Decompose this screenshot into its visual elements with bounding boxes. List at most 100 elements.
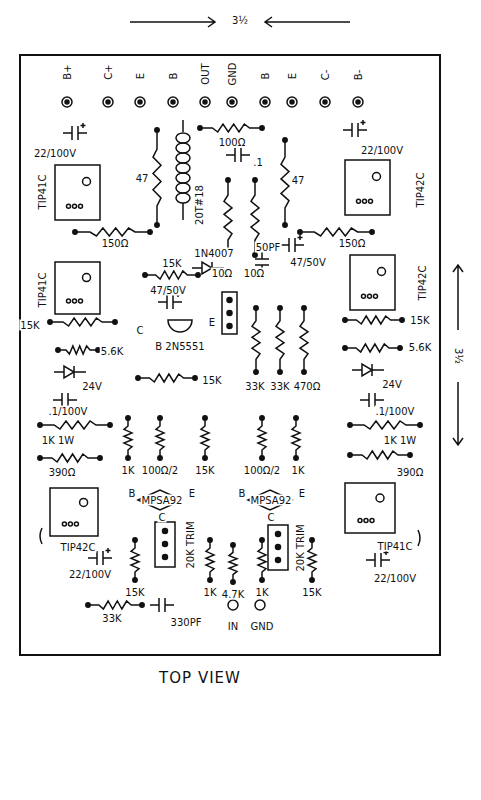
solder-pad (198, 126, 202, 130)
polarity-mark (361, 120, 366, 125)
part-label: 50PF (255, 242, 282, 253)
resistor-symbol (206, 540, 214, 580)
transistor-pin (363, 199, 367, 203)
solder-pad (136, 376, 140, 380)
solder-pad (260, 416, 264, 420)
solder-pad (126, 416, 130, 420)
terminal-hole (230, 100, 234, 104)
part-label: 22/100V (68, 569, 112, 580)
capacitor-symbol (366, 553, 390, 567)
polarity-mark (81, 123, 86, 128)
resistor-symbol (292, 418, 300, 458)
solder-pad (193, 376, 197, 380)
solder-pad (56, 348, 60, 352)
transistor-package (50, 488, 98, 536)
part-label: 390Ω (396, 467, 425, 478)
part-label: B- (353, 69, 364, 81)
solder-pad (294, 416, 298, 420)
polarity-mark (106, 548, 111, 553)
part-label: 5.6K (100, 346, 124, 357)
terminal-pad (260, 97, 270, 107)
part-label: E (208, 317, 216, 328)
part-label: 100Ω/2 (243, 465, 281, 476)
solder-pad (126, 456, 130, 460)
polarity-mark (298, 235, 303, 240)
mounting-hole (80, 498, 88, 506)
transistor-pin (370, 519, 374, 523)
resistor-symbol (138, 374, 195, 382)
part-label: 3½ (453, 347, 464, 365)
resistor-symbol (40, 454, 100, 462)
resistor-symbol (229, 545, 237, 582)
transistor-pin (68, 522, 72, 526)
resistor-symbol (224, 180, 232, 255)
part-label: 47 (135, 173, 150, 184)
part-label: TIP41C (37, 272, 48, 309)
part-label: B (238, 488, 247, 499)
solder-pad (158, 416, 162, 420)
terminal-pad (287, 97, 297, 107)
solder-pad (140, 603, 144, 607)
part-label: 1N4007 (193, 248, 234, 259)
part-label: 10Ω (243, 268, 265, 279)
solder-pad (260, 126, 264, 130)
part-label: GND (250, 621, 275, 632)
resistor-symbol (75, 228, 150, 236)
terminal-pad (353, 97, 363, 107)
part-label: B+ (62, 63, 73, 80)
terminal-hole (290, 100, 294, 104)
capacitor-symbol (343, 123, 367, 137)
coil-winding (176, 133, 190, 143)
solder-pad (231, 580, 235, 584)
part-label: 3½ (231, 15, 249, 26)
part-label: MPSA92 (141, 495, 184, 506)
part-label: 150Ω (338, 238, 367, 249)
part-label: 390Ω (48, 467, 77, 478)
mounting-hole (378, 268, 386, 276)
terminal-pad (320, 97, 330, 107)
resistor-symbol (124, 418, 132, 458)
solder-pad (226, 178, 230, 182)
capacitor-symbol (280, 238, 304, 252)
part-label: 24V (81, 381, 103, 392)
resistor-symbol (40, 421, 110, 429)
transistor-pin (368, 294, 372, 298)
solder-pad (260, 578, 264, 582)
coil-winding (176, 163, 190, 173)
solder-pad (302, 306, 306, 310)
solder-pad (148, 230, 152, 234)
part-label: 47 (291, 175, 306, 186)
part-label: 15K (409, 315, 430, 326)
to92-outline (168, 320, 192, 332)
solder-pad (155, 128, 159, 132)
part-label: B 2N5551 (154, 341, 205, 352)
connector-pin (227, 298, 232, 303)
solder-pad (310, 578, 314, 582)
solder-pad (370, 230, 374, 234)
transistor-package (345, 160, 390, 215)
terminal-hole (323, 100, 327, 104)
part-label: 150Ω (101, 238, 130, 249)
part-label: 33K (101, 613, 122, 624)
part-label: 20K TRIM (295, 523, 306, 572)
part-label: E (135, 72, 146, 80)
resistor-symbol (300, 308, 308, 372)
solder-pad (155, 223, 159, 227)
solder-pad (348, 453, 352, 457)
capacitor-symbol (150, 598, 174, 612)
solder-pad (400, 318, 404, 322)
transistor-pin (369, 199, 373, 203)
part-label: C+ (103, 63, 114, 80)
part-label: 470Ω (293, 381, 322, 392)
part-label: B (260, 72, 271, 81)
solder-pad (260, 538, 264, 542)
terminal-pad (62, 97, 72, 107)
part-label: 33K (244, 381, 265, 392)
part-label: 47/50V (149, 285, 187, 296)
part-label: 15K (201, 375, 222, 386)
solder-pad (253, 178, 257, 182)
solder-pad (398, 346, 402, 350)
part-label: 15K (19, 320, 40, 331)
part-label: E (287, 72, 298, 80)
part-label: .1 (252, 157, 264, 168)
